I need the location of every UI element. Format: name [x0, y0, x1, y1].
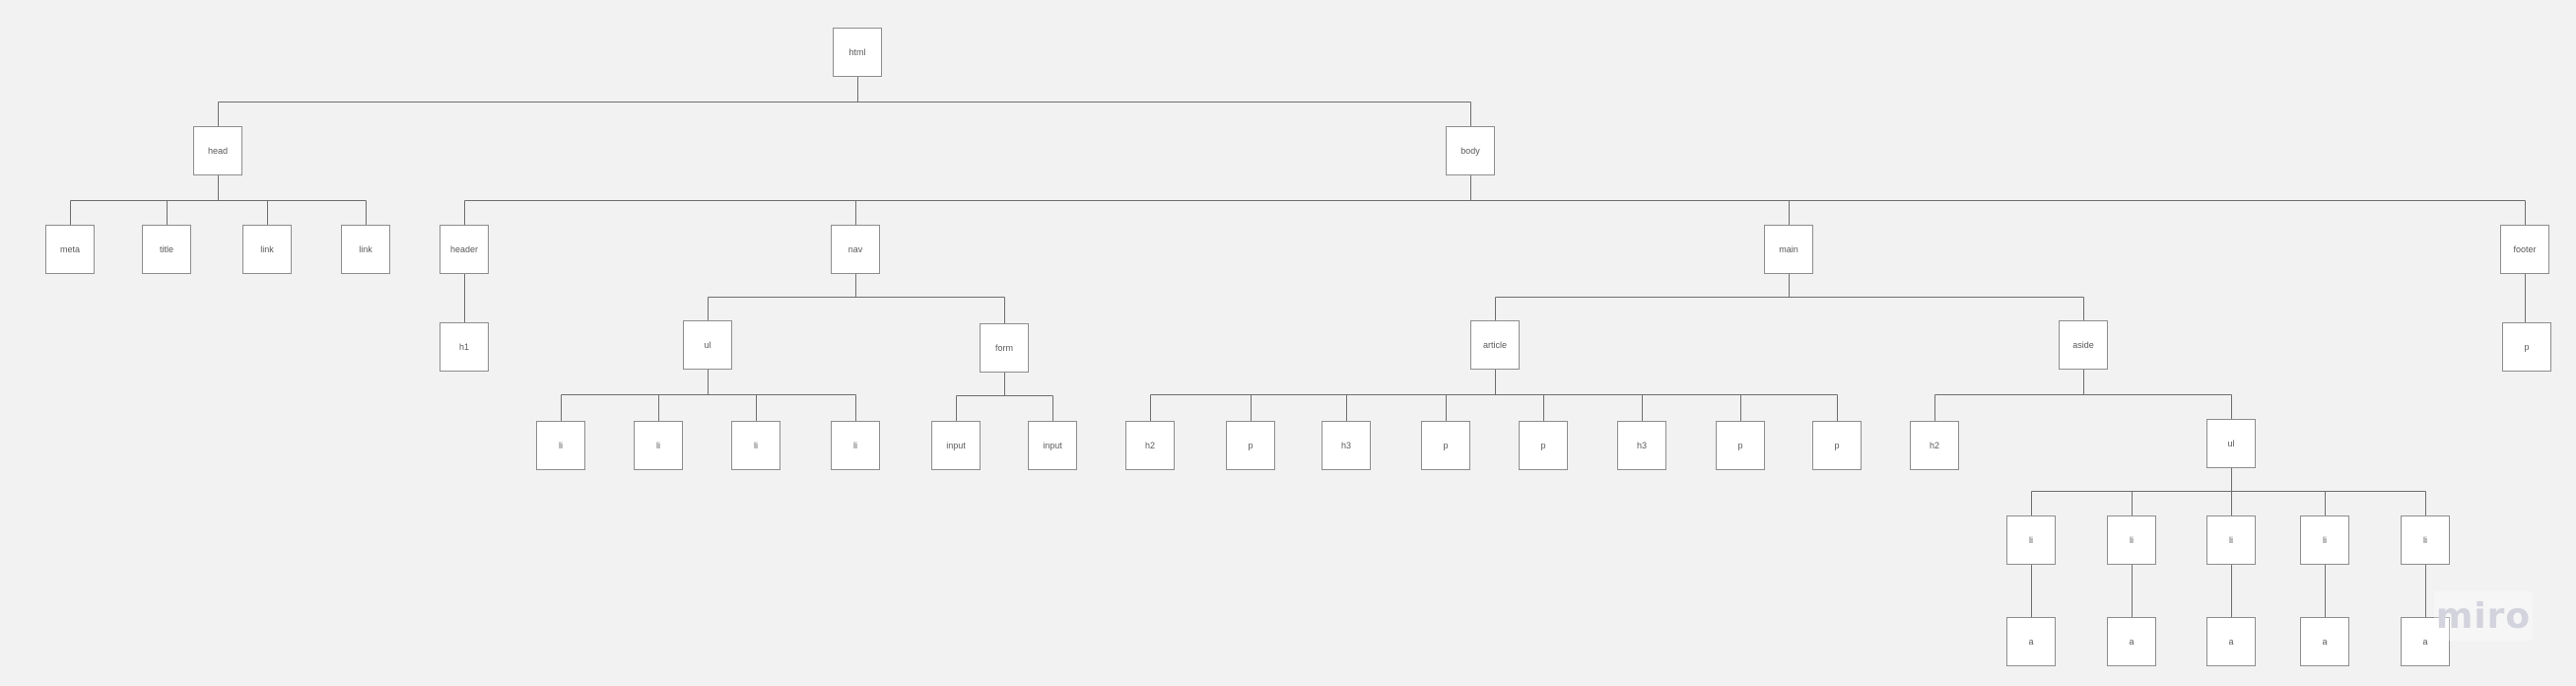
node-form[interactable]: form — [980, 323, 1029, 373]
miro-logo: miro — [2434, 591, 2533, 641]
node-li[interactable]: li — [831, 421, 880, 470]
node-li[interactable]: li — [731, 421, 780, 470]
node-p[interactable]: p — [1716, 421, 1765, 470]
node-p[interactable]: p — [1421, 421, 1470, 470]
node-html[interactable]: html — [833, 28, 882, 77]
node-a[interactable]: a — [2401, 617, 2450, 666]
node-li[interactable]: li — [634, 421, 683, 470]
node-a[interactable]: a — [2107, 617, 2156, 666]
node-input[interactable]: input — [1028, 421, 1077, 470]
node-li[interactable]: li — [2107, 515, 2156, 565]
node-nav[interactable]: nav — [831, 225, 880, 274]
node-p[interactable]: p — [1812, 421, 1862, 470]
node-a[interactable]: a — [2006, 617, 2056, 666]
node-p[interactable]: p — [1226, 421, 1275, 470]
node-article[interactable]: article — [1470, 320, 1520, 370]
node-link[interactable]: link — [242, 225, 292, 274]
node-li[interactable]: li — [2206, 515, 2256, 565]
node-a[interactable]: a — [2206, 617, 2256, 666]
node-main[interactable]: main — [1764, 225, 1813, 274]
node-h3[interactable]: h3 — [1617, 421, 1666, 470]
node-h1[interactable]: h1 — [440, 322, 489, 372]
node-li[interactable]: li — [2006, 515, 2056, 565]
node-li[interactable]: li — [2401, 515, 2450, 565]
node-a[interactable]: a — [2300, 617, 2349, 666]
node-h3[interactable]: h3 — [1322, 421, 1371, 470]
node-body[interactable]: body — [1446, 126, 1495, 175]
node-aside[interactable]: aside — [2059, 320, 2108, 370]
node-li[interactable]: li — [2300, 515, 2349, 565]
node-li[interactable]: li — [536, 421, 585, 470]
node-p[interactable]: p — [1519, 421, 1568, 470]
node-ul[interactable]: ul — [2206, 419, 2256, 468]
node-head[interactable]: head — [193, 126, 242, 175]
node-ul[interactable]: ul — [683, 320, 732, 370]
node-h2[interactable]: h2 — [1910, 421, 1959, 470]
node-input[interactable]: input — [931, 421, 981, 470]
node-title[interactable]: title — [142, 225, 191, 274]
node-h2[interactable]: h2 — [1125, 421, 1175, 470]
node-footer[interactable]: footer — [2500, 225, 2549, 274]
node-p[interactable]: p — [2502, 322, 2551, 372]
node-meta[interactable]: meta — [45, 225, 95, 274]
node-link[interactable]: link — [341, 225, 390, 274]
node-header[interactable]: header — [440, 225, 489, 274]
